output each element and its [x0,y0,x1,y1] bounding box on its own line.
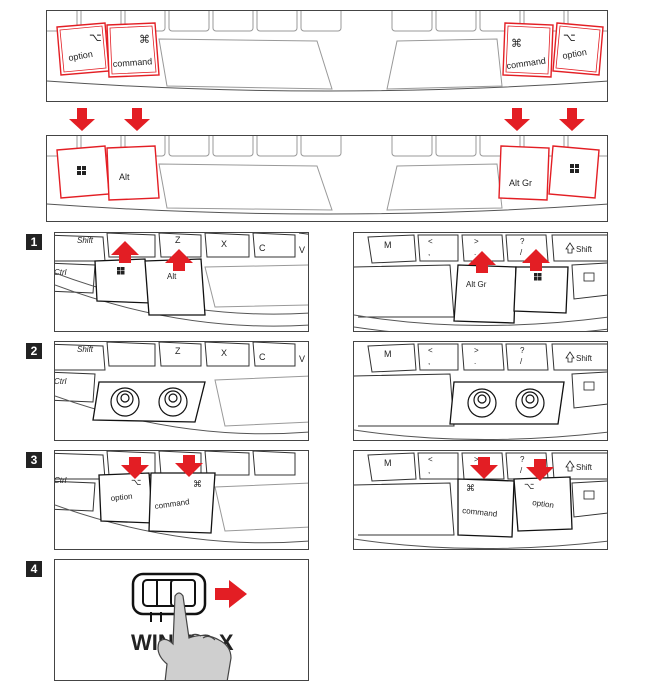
step-badge-1: 1 [26,234,42,250]
key-period-label: . [474,248,476,257]
up-arrow-icon [468,251,496,273]
win-keyboard-panel: Alt Alt Gr [46,135,608,222]
key-question-label: ? [520,346,525,355]
mac-right-option-symbol: ⌥ [563,32,576,44]
key-shift-right-label: Shift [576,245,593,254]
key-altgr-label: Alt Gr [466,280,487,289]
key-shift-label: Shift [77,236,94,245]
key-question-label: ? [520,237,525,246]
key-ctrl-label: Ctrl [55,268,67,277]
key-gt-label: > [474,455,479,464]
command-symbol: ⌘ [466,483,475,493]
up-arrow-icon [522,249,550,271]
key-v-label: V [299,354,305,364]
menu-key-icon [583,272,595,282]
step2-left-panel: Shift Ctrl Z X C V [54,341,309,441]
mac-keyboard-panel: ⌥ option ⌘ command ⌘ command ⌥ option [46,10,608,102]
mac-left-keys [56,22,604,78]
key-m-label: M [384,240,392,250]
menu-key-icon [583,490,595,500]
key-c-label: C [259,243,266,253]
key-x-label: X [221,239,227,249]
windows-logo-icon [117,267,125,275]
mac-left-command-symbol: ⌘ [139,34,150,46]
win-left-alt-label: Alt [119,172,130,182]
down-arrow-icon [504,108,530,131]
step-badge-2: 2 [26,343,42,359]
key-gt-label: > [474,346,479,355]
mac-left-option-symbol: ⌥ [89,32,102,44]
down-arrow-icon [559,108,585,131]
menu-key-icon [583,381,595,391]
key-ctrl-label: Ctrl [55,476,67,485]
up-arrow-icon [111,241,139,263]
key-comma-label: , [428,248,430,257]
key-m-label: M [384,458,392,468]
key-lt-label: < [428,237,433,246]
down-arrow-icon [470,457,498,479]
down-arrow-icon [175,455,203,477]
windows-logo-icon [77,166,86,175]
key-v-label: V [299,245,305,255]
key-shift-right-label: Shift [576,354,593,363]
down-arrow-icon [124,108,150,131]
key-lt-label: < [428,346,433,355]
mac-left-option-label: option [68,49,94,63]
key-period-label: . [474,357,476,366]
up-arrow-icon [165,249,193,271]
key-c-label: C [259,352,266,362]
key-slash-label: / [520,466,523,475]
hand-pointer-icon [157,592,232,680]
command-symbol: ⌘ [193,479,202,489]
step3-right-panel: M < , > ? / Shift ⌘ command ⌥ option [353,450,608,550]
key-alt-label: Alt [167,272,177,281]
key-comma-label: , [428,357,430,366]
key-comma-label: , [428,466,430,475]
step-badge-3: 3 [26,452,42,468]
windows-logo-icon [570,164,579,173]
windows-logo-icon [534,273,542,281]
key-gt-label: > [474,237,479,246]
win-right-altgr-label: Alt Gr [509,178,532,188]
step1-left-panel: Shift Ctrl Z X C V Alt [54,232,309,332]
key-m-label: M [384,349,392,359]
key-shift-label: Shift [77,345,94,354]
shift-arrow-icon [565,351,575,363]
key-option-label: option [110,492,133,503]
key-slash-label: / [520,357,523,366]
key-x-label: X [221,348,227,358]
step3-left-panel: Ctrl ⌥ option ⌘ command [54,450,309,550]
key-shift-right-label: Shift [576,463,593,472]
step-badge-4: 4 [26,561,42,577]
key-option-label: option [532,498,555,510]
mac-left-command-label: command [112,56,152,69]
down-arrow-icon [121,457,149,479]
key-lt-label: < [428,455,433,464]
option-symbol: ⌥ [131,477,141,487]
option-symbol: ⌥ [524,481,534,491]
key-z-label: Z [175,235,181,245]
shift-arrow-icon [565,242,575,254]
mac-right-option-label: option [562,47,588,61]
switch-socket-icon [110,387,188,417]
step2-right-panel: M < , > . ? / Shift [353,341,608,441]
down-arrow-icon [526,459,554,481]
step1-right-panel: M < , > . ? / Shift Alt Gr [353,232,608,332]
switch-socket-icon [467,388,545,418]
shift-arrow-icon [565,460,575,472]
mac-right-command-symbol: ⌘ [511,38,522,50]
key-question-label: ? [520,455,525,464]
key-ctrl-label: Ctrl [55,377,67,386]
right-arrow-icon [215,580,247,608]
step4-switch-panel: WIN OS X [54,559,309,681]
key-z-label: Z [175,346,181,356]
down-arrow-icon [69,108,95,131]
key-slash-label: / [520,248,523,257]
key-command-label: command [462,506,498,519]
